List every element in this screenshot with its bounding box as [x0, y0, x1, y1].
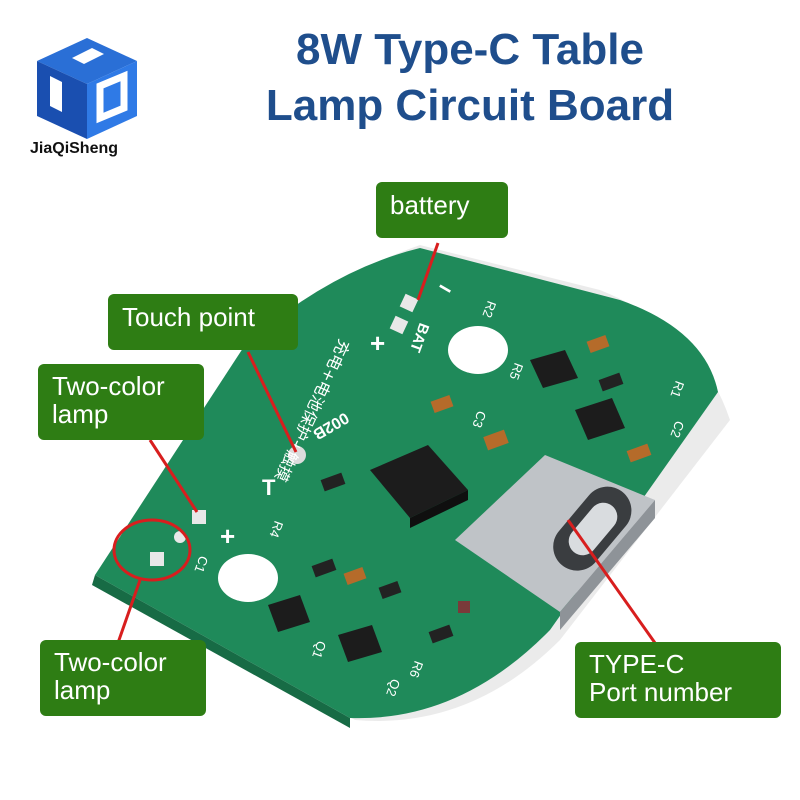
silk-t: T	[262, 475, 276, 500]
callout-battery: battery	[376, 182, 508, 238]
callout-typec-line2: Port number	[589, 677, 733, 707]
brand-logo	[37, 38, 137, 139]
callout-lamp-bottom-line2: lamp	[54, 675, 111, 705]
silk-r2: R2	[479, 299, 499, 320]
silk-c2: C2	[667, 419, 687, 440]
battery-pad-minus	[399, 293, 419, 313]
transistor-q2	[338, 625, 382, 662]
title-line-1: 8W Type-C Table	[296, 25, 644, 74]
ic-chip	[370, 445, 468, 528]
typec-connector	[455, 455, 655, 630]
leader-battery	[416, 242, 440, 301]
callout-lamp-bottom: Two-color lamp	[40, 640, 206, 716]
battery-pad-plus	[389, 315, 409, 335]
silk-r5: R5	[506, 361, 526, 382]
callout-lamp-top-line1: Two-color	[52, 371, 165, 401]
lamp-pad-3	[150, 552, 164, 566]
transistor-q1	[268, 595, 310, 632]
callout-lamp-top-line2: lamp	[52, 399, 109, 429]
transistor-q-right	[575, 398, 625, 440]
leader-touch	[246, 351, 298, 453]
silk-q2: Q2	[383, 677, 403, 698]
callout-touch-text: Touch point	[122, 302, 255, 332]
leader-lamp-top	[148, 439, 199, 513]
led	[458, 601, 470, 613]
lamp-pad-1	[192, 510, 206, 524]
silk-c3: C3	[469, 409, 489, 430]
silk-r1: R1	[667, 379, 687, 400]
callout-battery-text: battery	[390, 190, 470, 220]
lamp-pads-circle	[112, 518, 192, 582]
silk-plus-bat: +	[370, 328, 385, 358]
silk-c1: C1	[191, 554, 211, 575]
silk-r6: R6	[406, 659, 426, 680]
touch-pad	[288, 446, 306, 464]
mount-hole-top	[448, 326, 508, 374]
leader-typec	[566, 519, 662, 651]
callout-lamp-top: Two-color lamp	[38, 364, 204, 440]
transistor-q-top	[530, 350, 578, 388]
callout-typec-line1: TYPE-C	[589, 649, 685, 679]
title-line-2: Lamp Circuit Board	[265, 81, 675, 130]
silk-r4: R4	[266, 519, 286, 540]
silk-plus-lamp: +	[220, 521, 235, 551]
callout-typec: TYPE-C Port number	[575, 642, 781, 718]
silk-q1: Q1	[309, 639, 329, 660]
page-title: 8W Type-C Table Lamp Circuit Board	[200, 22, 740, 134]
callout-touch-point: Touch point	[108, 294, 298, 350]
callout-lamp-bottom-line1: Two-color	[54, 647, 167, 677]
brand-name: JiaQiSheng	[30, 140, 119, 157]
mount-hole-bottom	[218, 554, 278, 602]
